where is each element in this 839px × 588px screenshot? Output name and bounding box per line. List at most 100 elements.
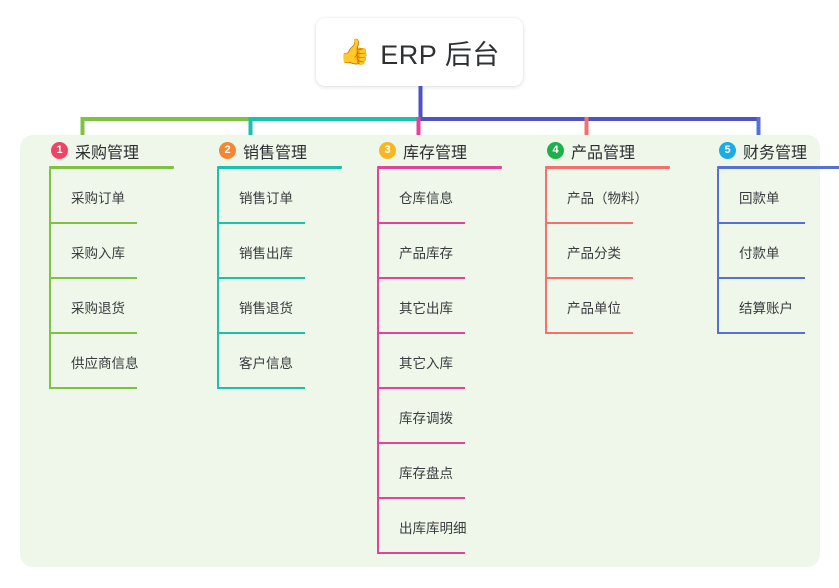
list-item-label: 产品分类	[567, 245, 621, 261]
root-node-card[interactable]: 👍 ERP 后台	[316, 18, 523, 86]
column-title: 库存管理	[403, 144, 468, 162]
column-badge: 2	[219, 142, 236, 159]
list-item-label: 采购订单	[71, 190, 125, 206]
list-item[interactable]: 产品（物料）	[545, 169, 698, 224]
column-spine	[49, 169, 51, 389]
column-spine	[717, 169, 719, 334]
list-item[interactable]: 其它出库	[377, 279, 530, 334]
list-item[interactable]: 销售订单	[217, 169, 370, 224]
list-item[interactable]: 付款单	[717, 224, 839, 279]
column-finance: 5 财务管理 回款单 付款单 结算账户	[710, 135, 839, 334]
column-items: 销售订单 销售出库 销售退货 客户信息	[217, 169, 370, 389]
column-underline	[717, 166, 839, 169]
list-item-underline	[717, 332, 805, 334]
list-item[interactable]: 采购入库	[49, 224, 202, 279]
column-badge: 3	[379, 142, 396, 159]
list-item-underline	[217, 387, 305, 389]
list-item-underline	[49, 222, 137, 224]
diagram-panel: 1 采购管理 采购订单 采购入库 采购退货 供应商信息	[20, 135, 839, 567]
list-item-underline	[49, 387, 137, 389]
column-badge: 5	[719, 142, 736, 159]
column-header[interactable]: 3 库存管理	[370, 135, 530, 166]
column-spine	[377, 169, 379, 554]
column-header[interactable]: 4 产品管理	[538, 135, 698, 166]
column-underline	[377, 166, 502, 169]
list-item-label: 销售退货	[239, 300, 293, 316]
list-item[interactable]: 供应商信息	[49, 334, 202, 389]
list-item-label: 客户信息	[239, 355, 293, 371]
column-badge: 4	[547, 142, 564, 159]
list-item[interactable]: 库存盘点	[377, 444, 530, 499]
column-items: 产品（物料） 产品分类 产品单位	[545, 169, 698, 334]
list-item[interactable]: 采购退货	[49, 279, 202, 334]
column-items: 采购订单 采购入库 采购退货 供应商信息	[49, 169, 202, 389]
list-item[interactable]: 出库库明细	[377, 499, 530, 554]
list-item-underline	[377, 552, 465, 554]
list-item[interactable]: 其它入库	[377, 334, 530, 389]
list-item-label: 库存盘点	[399, 465, 453, 481]
list-item-label: 产品库存	[399, 245, 453, 261]
list-item-underline	[377, 387, 465, 389]
column-title: 财务管理	[743, 144, 808, 162]
column-product: 4 产品管理 产品（物料） 产品分类 产品单位	[538, 135, 698, 334]
column-title: 采购管理	[75, 144, 140, 162]
list-item-underline	[545, 332, 633, 334]
list-item[interactable]: 销售退货	[217, 279, 370, 334]
list-item-label: 其它入库	[399, 355, 453, 371]
column-underline	[49, 166, 174, 169]
list-item-underline	[377, 442, 465, 444]
column-inventory: 3 库存管理 仓库信息 产品库存 其它出库 其它入库 库存调拨	[370, 135, 530, 554]
list-item-underline	[377, 222, 465, 224]
list-item-underline	[377, 332, 465, 334]
list-item-underline	[217, 222, 305, 224]
column-underline	[545, 166, 670, 169]
list-item-label: 采购入库	[71, 245, 125, 261]
list-item-label: 产品（物料）	[567, 190, 648, 206]
list-item[interactable]: 回款单	[717, 169, 839, 224]
list-item[interactable]: 产品单位	[545, 279, 698, 334]
list-item-label: 销售订单	[239, 190, 293, 206]
column-sales: 2 销售管理 销售订单 销售出库 销售退货 客户信息	[210, 135, 370, 389]
list-item-label: 库存调拨	[399, 410, 453, 426]
column-header[interactable]: 2 销售管理	[210, 135, 370, 166]
list-item-underline	[717, 277, 805, 279]
list-item-underline	[717, 222, 805, 224]
column-badge: 1	[51, 142, 68, 159]
column-items: 回款单 付款单 结算账户	[717, 169, 839, 334]
list-item-label: 产品单位	[567, 300, 621, 316]
column-spine	[545, 169, 547, 334]
list-item[interactable]: 产品库存	[377, 224, 530, 279]
list-item-label: 回款单	[739, 190, 780, 206]
list-item-underline	[217, 277, 305, 279]
list-item[interactable]: 销售出库	[217, 224, 370, 279]
list-item-label: 其它出库	[399, 300, 453, 316]
list-item-label: 采购退货	[71, 300, 125, 316]
column-header[interactable]: 5 财务管理	[710, 135, 839, 166]
list-item-label: 结算账户	[739, 300, 793, 316]
column-header[interactable]: 1 采购管理	[42, 135, 202, 166]
list-item[interactable]: 采购订单	[49, 169, 202, 224]
list-item-label: 供应商信息	[71, 355, 139, 371]
list-item-underline	[49, 277, 137, 279]
list-item[interactable]: 客户信息	[217, 334, 370, 389]
list-item-underline	[377, 497, 465, 499]
list-item-underline	[545, 277, 633, 279]
list-item[interactable]: 产品分类	[545, 224, 698, 279]
list-item-label: 销售出库	[239, 245, 293, 261]
column-underline	[217, 166, 342, 169]
page-title: ERP 后台	[380, 39, 500, 70]
column-title: 产品管理	[571, 144, 636, 162]
column-title: 销售管理	[243, 144, 308, 162]
list-item-underline	[377, 277, 465, 279]
list-item-label: 出库库明细	[399, 520, 467, 536]
list-item-underline	[545, 222, 633, 224]
list-item-label: 仓库信息	[399, 190, 453, 206]
column-spine	[217, 169, 219, 389]
list-item-underline	[217, 332, 305, 334]
thumbs-up-icon: 👍	[339, 37, 371, 66]
list-item-underline	[49, 332, 137, 334]
list-item[interactable]: 结算账户	[717, 279, 839, 334]
list-item[interactable]: 库存调拨	[377, 389, 530, 444]
list-item[interactable]: 仓库信息	[377, 169, 530, 224]
column-purchasing: 1 采购管理 采购订单 采购入库 采购退货 供应商信息	[42, 135, 202, 389]
